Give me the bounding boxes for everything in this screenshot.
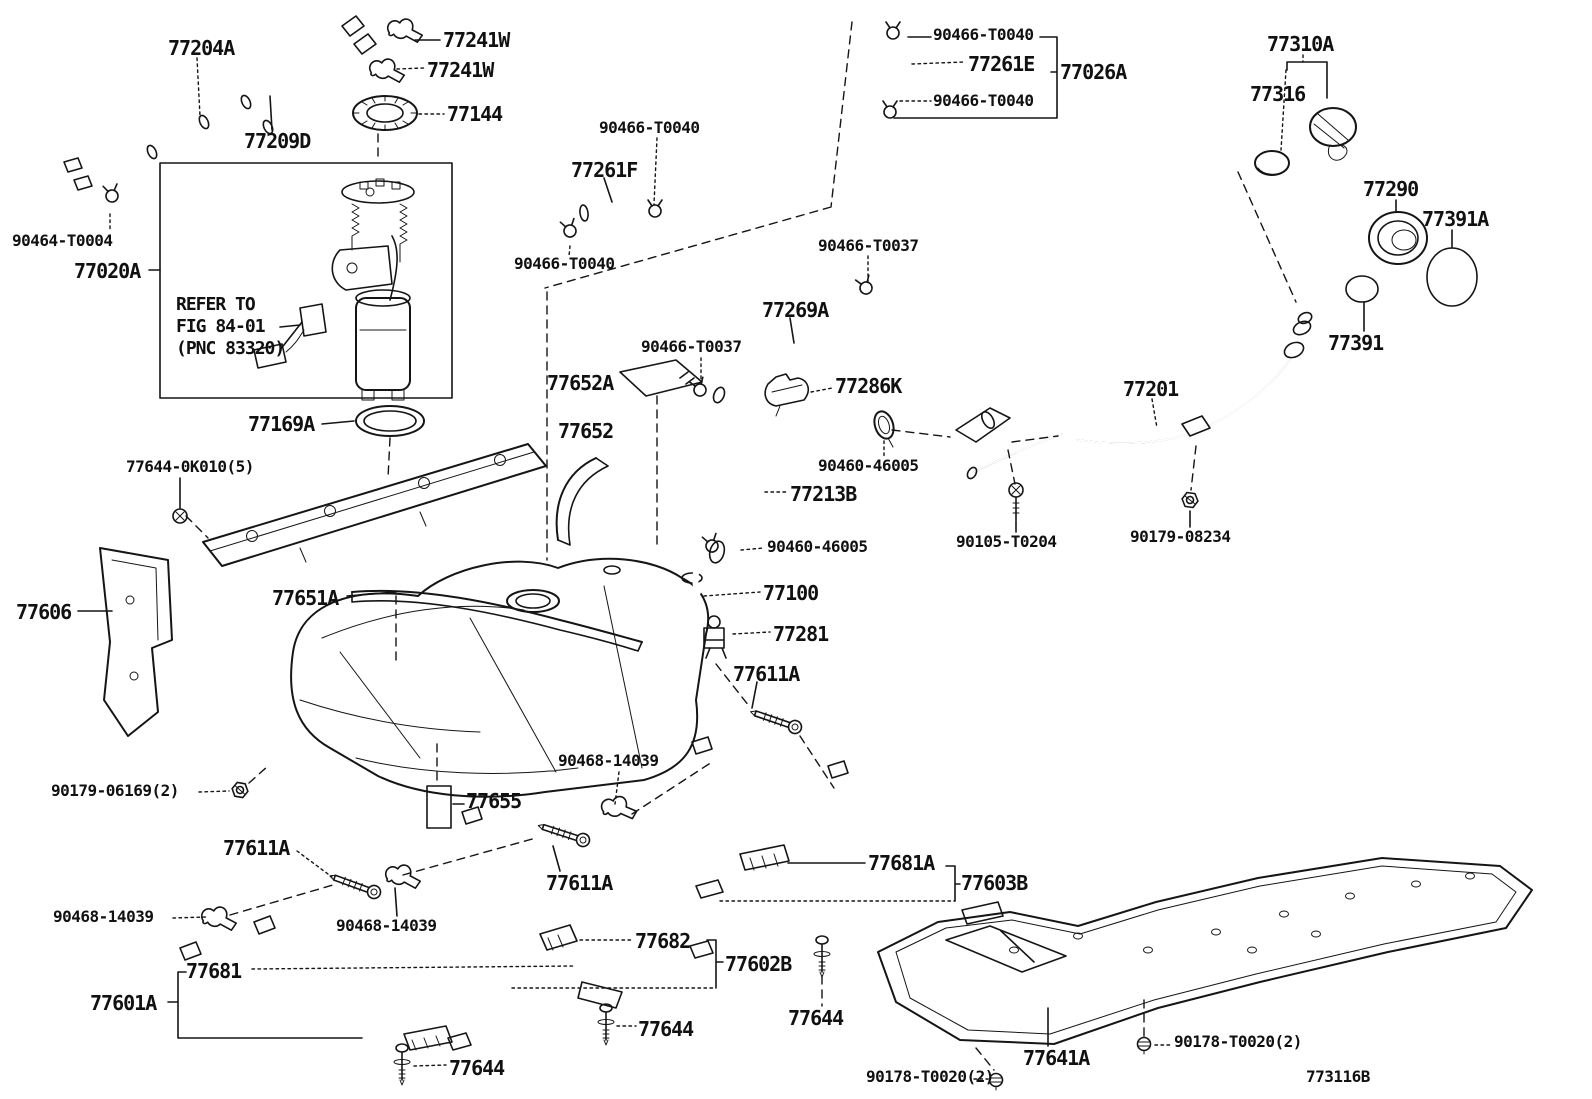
part-label: 77644 xyxy=(788,1006,844,1030)
filler-pipe xyxy=(955,107,1478,521)
part-label: 90466-T0037 xyxy=(641,337,742,356)
part-label: 77603B xyxy=(961,871,1028,895)
fuel-pump-box xyxy=(159,162,453,401)
part-label: 77391 xyxy=(1328,331,1384,355)
part-label: 90179-06169(2) xyxy=(51,781,179,800)
part-label: 77316 xyxy=(1250,82,1306,106)
part-label: 77209D xyxy=(244,129,311,153)
part-label: 90178-T0020(2) xyxy=(866,1067,994,1086)
part-label: 90105-T0204 xyxy=(956,532,1057,551)
part-label: 77281 xyxy=(773,622,829,646)
part-label: 90179-08234 xyxy=(1130,527,1231,546)
part-label: 77020A xyxy=(74,259,141,283)
pump-ring-gasket xyxy=(352,95,418,131)
part-label: 90468-14039 xyxy=(336,916,437,935)
part-label: 77644-0K010(5) xyxy=(126,457,254,476)
part-label: 77026A xyxy=(1060,60,1127,84)
part-label: 90460-46005 xyxy=(767,537,868,556)
part-label: 77144 xyxy=(447,102,503,126)
part-label: 77269A xyxy=(762,298,829,322)
part-label: 77681 xyxy=(186,959,242,983)
part-label: 77652 xyxy=(558,419,614,443)
part-label: 77286K xyxy=(835,374,902,398)
part-label: 77261F xyxy=(571,158,638,182)
part-label: 77652A xyxy=(547,371,614,395)
part-label: 77100 xyxy=(763,581,819,605)
part-label: 77213B xyxy=(790,482,857,506)
fuel-tank xyxy=(290,359,727,829)
skid-plate xyxy=(877,857,1533,1045)
part-label: 77651A xyxy=(272,586,339,610)
part-label: 77682 xyxy=(635,929,691,953)
reference-note: REFER TO FIG 84-01 (PNC 83320) xyxy=(176,294,285,360)
part-label: 77681A xyxy=(868,851,935,875)
figure-code: 773116B xyxy=(1306,1067,1370,1086)
leader-lines xyxy=(77,36,1453,1080)
fuel-tube-assembly xyxy=(63,15,425,191)
part-label: 90466-T0040 xyxy=(933,91,1034,110)
part-label: 90178-T0020(2) xyxy=(1174,1032,1302,1051)
part-label: 77644 xyxy=(449,1056,505,1080)
note-line: (PNC 83320) xyxy=(176,338,285,359)
part-label: 90460-46005 xyxy=(818,456,919,475)
part-label: 90466-T0040 xyxy=(514,254,615,273)
part-label: 90468-14039 xyxy=(53,907,154,926)
part-label: 77611A xyxy=(223,836,290,860)
part-label: 77602B xyxy=(725,952,792,976)
part-label: 77606 xyxy=(16,600,72,624)
part-label: 77201 xyxy=(1123,377,1179,401)
part-label: 77290 xyxy=(1363,177,1419,201)
part-label: 90466-T0040 xyxy=(599,118,700,137)
part-label: 77655 xyxy=(466,789,522,813)
part-label: 77241W xyxy=(443,28,510,52)
part-label: 90466-T0037 xyxy=(818,236,919,255)
note-line: FIG 84-01 xyxy=(176,316,266,337)
part-label: 77241W xyxy=(427,58,494,82)
part-label: 77644 xyxy=(638,1017,694,1041)
tank-ring-gasket xyxy=(355,405,425,437)
part-label: 77611A xyxy=(733,662,800,686)
part-label: 77601A xyxy=(90,991,157,1015)
note-line: REFER TO xyxy=(176,294,256,315)
part-label: 77169A xyxy=(248,412,315,436)
heat-shield xyxy=(99,443,547,737)
part-label: 90466-T0040 xyxy=(933,25,1034,44)
part-label: 77261E xyxy=(968,52,1035,76)
part-label: 90468-14039 xyxy=(558,751,659,770)
vapor-tubes xyxy=(559,21,908,595)
part-label: 77641A xyxy=(1023,1046,1090,1070)
part-label: 90464-T0004 xyxy=(12,231,113,250)
part-label: 77310A xyxy=(1267,32,1334,56)
assembly-guide-lines xyxy=(185,21,1297,1071)
part-label: 77611A xyxy=(546,871,613,895)
part-label: 77204A xyxy=(168,36,235,60)
part-label: 77391A xyxy=(1422,207,1489,231)
